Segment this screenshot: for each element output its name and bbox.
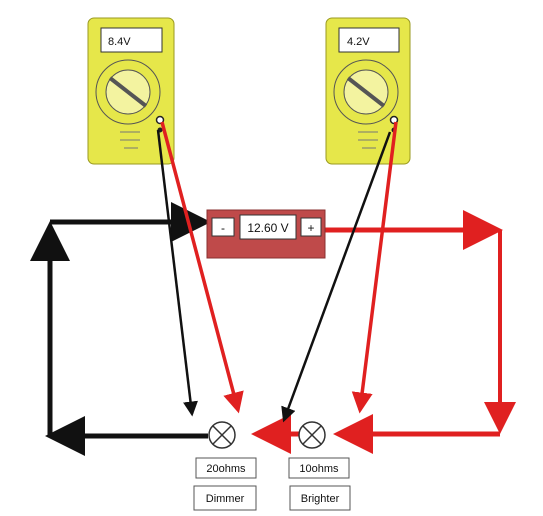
meter-1-jack-red [155,115,165,125]
bulb-1-resistance-box [195,457,257,479]
bulb-2-resistance-box [288,457,350,479]
bulb-1-label-box [193,485,257,511]
meter-1-markings [120,131,140,149]
battery-negative-label: - [221,221,225,235]
multimeter-1: 8.4V [87,17,175,165]
meter-2-display [338,27,400,53]
battery-positive-label: + [307,221,314,235]
battery: - 12.60 V + [206,209,326,259]
battery-negative-terminal [211,217,235,237]
bulb-2: 10ohms Brighter [288,421,351,511]
meter-2-reading: 4.2V [347,36,370,48]
bulb-2-label: Brighter [301,493,340,505]
meter-1-display [100,27,163,53]
battery-positive-terminal [300,217,322,237]
multimeter-2: 4.2V [325,17,411,165]
battery-voltage-display [239,214,297,240]
meter-1-dial-knob [108,76,148,108]
probe-1-red [160,121,244,414]
probe-2-red [351,121,398,414]
bulb-2-label-box [289,485,351,511]
probe-1-black [156,129,198,417]
meter-1-reading: 8.4V [108,36,131,48]
bulb-2-resistance: 10ohms [299,463,339,475]
probe-2-black [281,131,392,423]
bulb-1: 20ohms Dimmer [193,421,257,511]
meter-2-dial-knob [346,76,386,108]
bulb-1-resistance: 20ohms [206,463,246,475]
meter-2-jack-red [389,115,399,125]
battery-voltage: 12.60 V [247,221,288,235]
meter-2-markings [358,131,378,149]
bulb-1-label: Dimmer [206,493,245,505]
